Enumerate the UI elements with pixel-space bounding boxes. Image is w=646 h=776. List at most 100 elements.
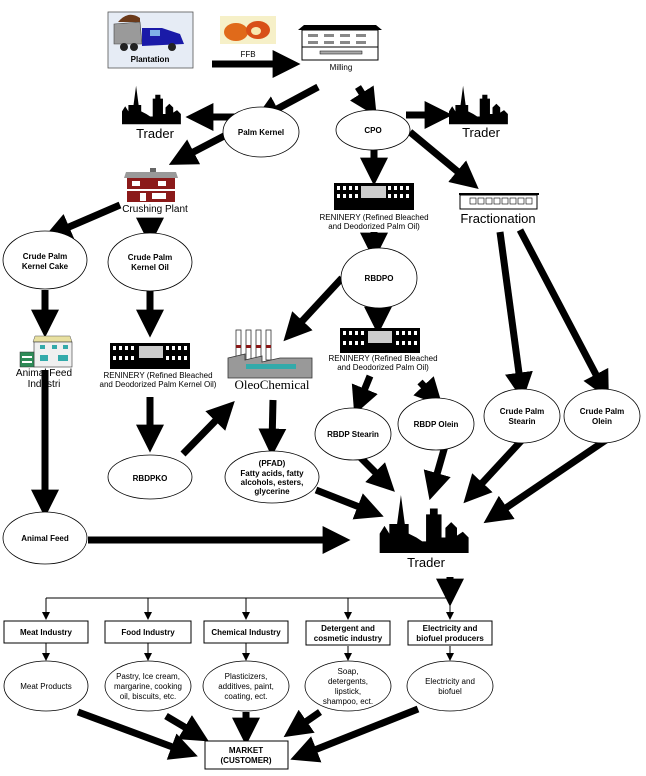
milling-node: Milling [298, 25, 382, 72]
industry-box [104, 620, 192, 644]
rbdpo-label: RBDPO [365, 274, 394, 283]
crude-palm-olein-node: Crude Palm Olein [563, 388, 641, 444]
rbdpko-label: RBDPKO [133, 474, 168, 483]
product-label: detergents, [328, 677, 368, 686]
mill-building-icon [298, 25, 382, 61]
product-label: Electricity and [425, 677, 475, 686]
palm-fruit-icon [220, 16, 276, 44]
distribution-lines [42, 597, 454, 661]
node-label-line: (PFAD) [259, 459, 286, 468]
arrow-rbdpo-to-oleochemical [283, 275, 345, 342]
palm-kernel-node: Palm Kernel [222, 106, 300, 158]
fractionation-label: Fractionation [460, 211, 535, 226]
crushing-plant-label: Crushing Plant [122, 204, 188, 215]
node-label-line: Fatty acids, fatty [240, 469, 304, 478]
node-label-line: Crude Palm [23, 252, 67, 261]
industry-label: cosmetic industry [314, 634, 383, 643]
oleochemical-node: OleoChemical [227, 329, 313, 392]
arrow-crude-stearin-to-trader [463, 437, 525, 504]
refinery-building-icon [340, 328, 420, 353]
product-label: shampoo, ect. [323, 697, 373, 706]
industry-box [305, 620, 391, 646]
product-label: coating, ect. [224, 692, 267, 701]
arrow-electricity-to-market [290, 705, 420, 763]
rbdpko-node: RBDPKO [107, 454, 193, 500]
arrow-oleochemical-to-pfad [258, 399, 287, 457]
crude-palm-stearin-node: Crude Palm Stearin [483, 388, 561, 444]
city-skyline-icon [122, 85, 181, 125]
industry-box [3, 620, 89, 644]
arrow-rbdp-olein-to-trader [423, 445, 451, 501]
refinery-palm-oil-label-line2: and Deodorized Palm Oil) [328, 222, 420, 231]
refinery-palm-oil-node: RENINERY (Refined Bleached and Deodorize… [319, 183, 429, 231]
industry-box [407, 620, 493, 646]
crude-palm-kernel-cake-node: Crude Palm Kernel Cake [2, 230, 88, 290]
node-label-line: Industri [28, 379, 61, 390]
trader-left-label: Trader [136, 126, 174, 141]
node-label-line: Kernel Cake [22, 262, 69, 271]
node-label-line: and Deodorized Palm Oil) [337, 363, 429, 372]
node-label-line: RENINERY (Refined Bleached [103, 371, 212, 380]
factory-shed-icon [459, 193, 539, 210]
product-label: Soap, [338, 667, 359, 676]
arrow-cpo-to-fractionation [407, 129, 479, 190]
node-label-line: Animal Feed [16, 368, 72, 379]
arrow-fractionation-to-crude-stearin [496, 231, 533, 401]
refinery-building-icon [110, 343, 190, 369]
product-ellipse [406, 660, 494, 712]
cpo-label: CPO [364, 126, 381, 135]
node-label-line: Crude Palm [128, 253, 172, 262]
industry-label: Chemical Industry [211, 628, 281, 637]
product-label: margarine, cooking [114, 682, 182, 691]
refinery-building-icon [334, 183, 414, 210]
industry-label: Electricity and [423, 624, 478, 633]
feed-store-icon [19, 335, 73, 368]
crushing-plant-node: Crushing Plant [122, 168, 188, 215]
factory-chimneys-icon [227, 329, 313, 379]
fractionation-node: Fractionation [459, 193, 539, 226]
node-label-line: and Deodorized Palm Kernel Oil) [100, 380, 217, 389]
node-label-line: RENINERY (Refined Bleached [328, 354, 437, 363]
product-label: lipstick, [335, 687, 361, 696]
industry-label: Meat Industry [20, 628, 73, 637]
node-label-line: Crude Palm [580, 407, 624, 416]
product-label: biofuel [438, 687, 462, 696]
pfad-node: (PFAD) Fatty acids, fatty alcohols, este… [224, 450, 320, 504]
node-label-line: MARKET [229, 746, 263, 755]
industry-column: Chemical IndustryPlasticizers,additives,… [202, 620, 290, 712]
animal-feed-label: Animal Feed [21, 534, 69, 543]
product-ellipse [104, 660, 192, 712]
plantation-label: Plantation [131, 55, 170, 64]
trader-right-node: Trader [449, 85, 508, 140]
ffb-label: FFB [240, 50, 255, 59]
city-skyline-icon [379, 495, 469, 553]
milling-label: Milling [330, 63, 353, 72]
rbdp-stearin-label: RBDP Stearin [327, 430, 379, 439]
rbdp-olein-label: RBDP Olein [414, 420, 459, 429]
trader-center-node: Trader [379, 495, 469, 570]
node-label-line: Kernel Oil [131, 263, 169, 272]
rbdp-olein-node: RBDP Olein [397, 397, 475, 451]
arrow-refinery2-to-rbdp-olein [413, 376, 443, 407]
arrow-rbdpko-to-oleochemical [180, 400, 235, 457]
house-icon [124, 168, 178, 202]
node-label-line: Olein [592, 417, 612, 426]
cpo-node: CPO [335, 109, 411, 151]
product-label: oil, biscuits, etc. [120, 692, 176, 701]
arrow-detergent-to-market [283, 709, 322, 738]
market-node: MARKET (CUSTOMER) [204, 740, 289, 770]
palm-kernel-label: Palm Kernel [238, 128, 284, 137]
node-label-line: Crude Palm [500, 407, 544, 416]
flow-arrows [31, 50, 609, 763]
arrow-milling-to-cpo [349, 85, 377, 117]
product-label: Plasticizers, [225, 672, 268, 681]
rbdp-stearin-node: RBDP Stearin [314, 407, 392, 461]
animal-feed-industri-node: Animal Feed Industri [16, 335, 73, 390]
product-label: additives, paint, [218, 682, 274, 691]
arrow-food-to-market [164, 712, 209, 742]
